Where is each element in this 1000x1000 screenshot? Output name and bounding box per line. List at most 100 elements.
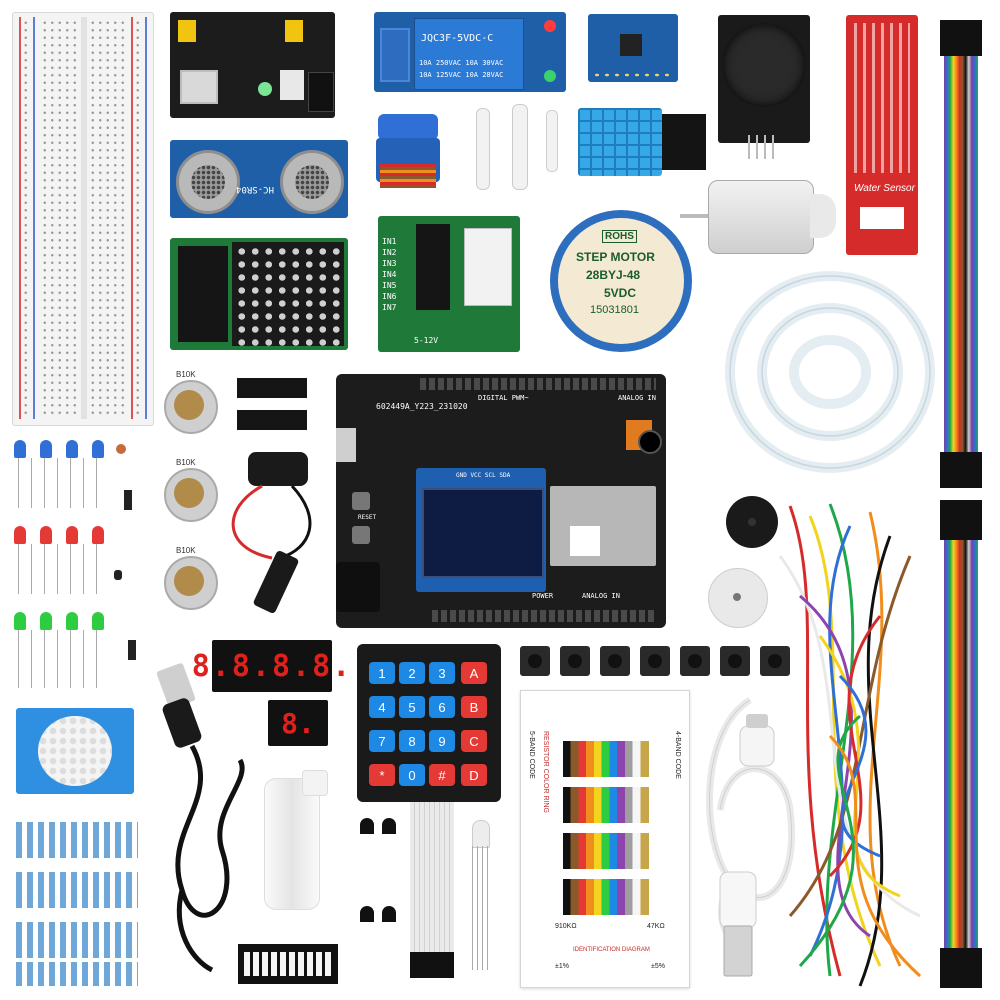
board-analog-top-label: ANALOG IN — [618, 394, 656, 402]
diode-2 — [128, 640, 136, 660]
stepper-driver-board: IN1 IN2 IN3 IN4 IN5 IN6 IN7 5-12V — [378, 216, 520, 352]
transistor-1 — [360, 818, 374, 834]
dc-motor — [680, 180, 840, 254]
driver-pin-in4: IN4 — [382, 270, 397, 279]
keypad-key-4[interactable]: 4 — [369, 696, 395, 718]
keypad-ribbon-cable — [410, 802, 454, 978]
oled-pins-label: GND VCC SCL SDA — [456, 472, 511, 479]
keypad-key-3[interactable]: 3 — [429, 662, 455, 684]
driver-pin-in6: IN6 — [382, 292, 397, 301]
keypad-key-0[interactable]: 0 — [399, 764, 425, 786]
matrix-keypad: 1 2 3 A 4 5 6 B 7 8 9 C * 0 # D — [357, 644, 501, 802]
jumper-ribbon-bottom — [936, 500, 986, 988]
buzzer-passive — [708, 568, 768, 628]
buzzer-active — [726, 496, 778, 548]
keypad-key-5[interactable]: 5 — [399, 696, 425, 718]
usb-c-cable-white — [706, 697, 795, 977]
chart-footer: IDENTIFICATION DIAGRAM — [573, 947, 650, 953]
esp32-main-board: 602449A_Y223_231020 DIGITAL PWM~ ANALOG … — [336, 374, 666, 628]
led-bar-graph — [238, 944, 338, 984]
thermistor — [114, 570, 122, 580]
keypad-key-2[interactable]: 2 — [399, 662, 425, 684]
chart-tol-right: ±5% — [651, 963, 665, 970]
keypad-key-6[interactable]: 6 — [429, 696, 455, 718]
driver-pin-in7: IN7 — [382, 303, 397, 312]
potentiometer-1: B10K — [160, 370, 218, 442]
esp32-module — [550, 486, 656, 566]
stepper-serial-label: 15031801 — [590, 304, 639, 316]
color-bands-block-3 — [563, 833, 649, 869]
water-sensor-label: Water Sensor — [854, 183, 915, 194]
keypad-key-1[interactable]: 1 — [369, 662, 395, 684]
dht11-sensor — [578, 108, 708, 176]
stepper-voltage-label: 5VDC — [604, 286, 637, 300]
keypad-key-9[interactable]: 9 — [429, 730, 455, 752]
joystick-module — [718, 15, 810, 159]
breadboard — [12, 12, 154, 426]
chart-value-left: 910KΩ — [555, 923, 577, 930]
stepper-model-label: 28BYJ-48 — [586, 268, 641, 282]
power-supply-module — [170, 12, 335, 118]
mini-water-pump — [258, 770, 328, 912]
keypad-key-hash[interactable]: # — [429, 764, 455, 786]
push-button-row — [520, 644, 790, 678]
potentiometer-2: B10K — [160, 458, 218, 530]
relay-module: JQC3F-5VDC-C 10A 250VAC 10A 30VAC 10A 12… — [374, 12, 566, 92]
keypad-key-a[interactable]: A — [461, 662, 487, 684]
color-bands-block-4 — [563, 879, 649, 915]
led-group-blue — [14, 440, 104, 510]
rgb-led — [470, 820, 490, 970]
transistor-4 — [382, 906, 396, 922]
driver-pin-in1: IN1 — [382, 237, 397, 246]
water-sensor: Water Sensor — [846, 15, 918, 255]
keypad-key-7[interactable]: 7 — [369, 730, 395, 752]
potentiometer-1-label: B10K — [176, 370, 196, 379]
transistor-3 — [360, 906, 374, 922]
keypad-key-c[interactable]: C — [461, 730, 487, 752]
board-reset-label: RESET — [358, 514, 377, 521]
relay-rating-2: 10A 125VAC 10A 28VAC — [419, 71, 504, 79]
ic-chip-2 — [237, 410, 307, 430]
led-group-green — [14, 612, 104, 690]
chart-value-right: 47KΩ — [647, 923, 665, 930]
board-digital-label: DIGITAL PWM~ — [478, 394, 529, 402]
chart-subtitle: RESISTOR COLOR RING — [542, 731, 549, 813]
driver-voltage-label: 5-12V — [414, 336, 439, 345]
ultrasonic-sensor: HC-SR04 — [170, 140, 348, 218]
gyro-module — [588, 14, 678, 82]
color-bands-block-1 — [563, 741, 649, 777]
ultrasonic-model-label: HC-SR04 — [236, 184, 274, 194]
color-bands-block-2 — [563, 787, 649, 823]
potentiometer-2-label: B10K — [176, 458, 196, 467]
silicone-tube-coil — [725, 271, 935, 473]
usb-cable-black — [156, 663, 245, 973]
keypad-key-d[interactable]: D — [461, 764, 487, 786]
stepper-title-label: STEP MOTOR — [576, 250, 655, 264]
battery-clip-cable — [231, 452, 312, 613]
keypad-key-star[interactable]: * — [369, 764, 395, 786]
four-digit-7seg-digits: 8.8.8.8. — [191, 648, 353, 684]
transistor-2 — [382, 818, 396, 834]
jumper-ribbon-top — [936, 20, 986, 488]
relay-model-label: JQC3F-5VDC-C — [421, 33, 494, 44]
stepper-motor: ROHS STEP MOTOR 28BYJ-48 5VDC 15031801 — [546, 196, 706, 356]
potentiometer-3-label: B10K — [176, 546, 196, 555]
board-analog-bottom-label: ANALOG IN — [582, 592, 620, 600]
oled-display: GND VCC SCL SDA — [416, 468, 546, 592]
driver-pin-in2: IN2 — [382, 248, 397, 257]
chart-tol-left: ±1% — [555, 963, 569, 970]
servo-motor — [370, 112, 460, 200]
driver-pin-in3: IN3 — [382, 259, 397, 268]
keypad-key-8[interactable]: 8 — [399, 730, 425, 752]
resistor-color-chart-card: 5-BAND CODE RESISTOR COLOR RING 4-BAND C… — [520, 690, 690, 988]
chart-title-right: 4-BAND CODE — [674, 731, 681, 779]
single-digit-7seg-digit: 8. — [281, 706, 315, 740]
relay-rating-1: 10A 250VAC 10A 30VAC — [419, 59, 504, 67]
servo-horns — [470, 104, 570, 196]
board-id-label: 602449A_Y223_231020 — [376, 402, 468, 411]
driver-pin-labels: IN1 IN2 IN3 IN4 IN5 IN6 IN7 — [382, 236, 412, 313]
board-power-label: POWER — [532, 592, 554, 600]
ic-chip-1 — [237, 378, 307, 398]
single-digit-7seg: 8. — [268, 700, 328, 746]
keypad-key-b[interactable]: B — [461, 696, 487, 718]
